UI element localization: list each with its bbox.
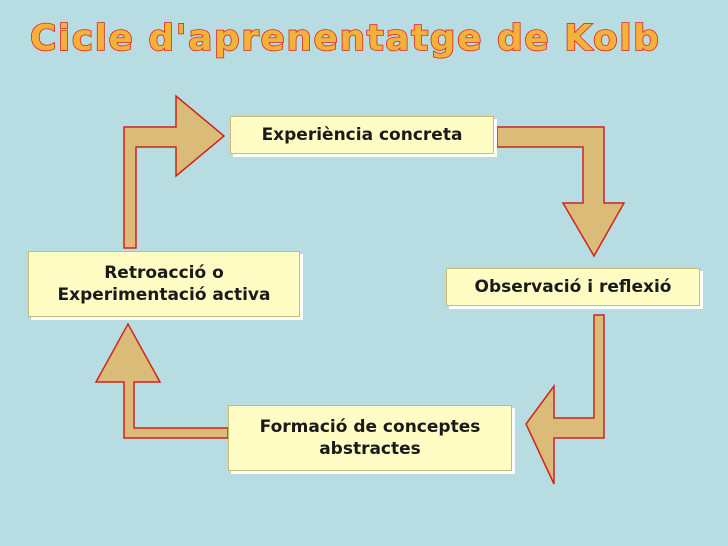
arrow-experience-to-observation xyxy=(496,126,626,258)
stage-concrete-experience-label: Experiència concreta xyxy=(261,125,463,145)
diagram-title: Cicle d'aprenentatge de Kolb xyxy=(29,17,661,60)
stage-abstract-conceptualization: Formació de conceptes abstractes xyxy=(228,405,512,471)
stage-active-experimentation-line2: Experimentació activa xyxy=(57,285,271,305)
stage-active-experimentation-line1: Retroacció o xyxy=(104,263,224,283)
stage-abstract-conceptualization-line1: Formació de conceptes xyxy=(259,417,481,437)
arrow-experimentation-to-experience xyxy=(123,94,226,249)
stage-observation-reflection-label: Observació i reflexió xyxy=(474,277,672,297)
arrow-observation-to-conceptualization xyxy=(525,314,605,485)
stage-abstract-conceptualization-line2: abstractes xyxy=(319,439,421,459)
arrow-conceptualization-to-experimentation xyxy=(94,322,229,439)
stage-observation-reflection: Observació i reflexió xyxy=(446,268,700,306)
stage-active-experimentation: Retroacció o Experimentació activa xyxy=(28,251,300,317)
stage-concrete-experience: Experiència concreta xyxy=(230,116,494,154)
